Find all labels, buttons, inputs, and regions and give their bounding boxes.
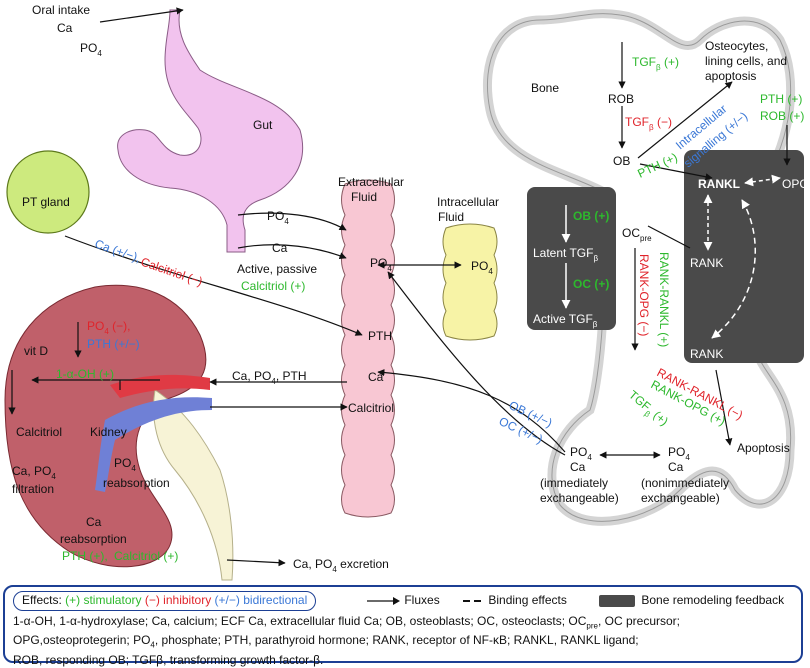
exch-po4-b: PO4 — [668, 445, 690, 462]
ca-reabs-pth: PTH (+), — [62, 549, 108, 563]
fluxes-key: Fluxes — [365, 591, 440, 611]
one-alpha-oh-stim: 1-α-OH (+) — [56, 367, 114, 381]
icf-column — [442, 223, 498, 341]
remodeling-label: Bone remodeling feedback — [641, 593, 785, 607]
osteocytes-1: Osteocytes, — [705, 39, 768, 53]
pt-calcitriol-signal: Calcitriol (−) — [139, 255, 204, 289]
ca-reabs-1: Ca — [86, 515, 102, 529]
reabs-label: reabsorption — [103, 476, 170, 490]
tgf-minus: TGFβ (−) — [625, 115, 672, 132]
gut-calcitriol-stim: Calcitriol (+) — [241, 279, 305, 293]
gut-shape — [117, 9, 304, 253]
ecf-calcitriol: Calcitriol — [348, 401, 394, 415]
stimulatory-key: (+) stimulatory — [65, 593, 142, 607]
kidney-label: Kidney — [90, 425, 127, 439]
active-passive-label: Active, passive — [237, 262, 317, 276]
opg-label: OPG — [782, 177, 809, 191]
rob-label: ROB — [608, 92, 634, 106]
kidney-pth-bidir: PTH (+/−) — [87, 337, 140, 351]
renal-artery — [110, 374, 210, 398]
exch-ca-a: Ca — [570, 460, 586, 474]
flux-arrows — [8, 7, 791, 567]
ecf-ca: Ca — [368, 370, 384, 384]
pt-gland — [6, 150, 90, 234]
renal-vein — [95, 397, 212, 492]
ureter-shape — [153, 389, 234, 581]
excretion-label: Ca, PO4 excretion — [293, 557, 389, 574]
osteocytes-3: apoptosis — [705, 69, 756, 83]
bidirectional-key: (+/−) bidirectional — [214, 593, 308, 607]
oral-intake-label: Oral intake — [32, 3, 90, 17]
abbrev-line-3: ROB, responding OB; TGFβ, transforming g… — [13, 652, 324, 667]
legend-box: Effects: (+) stimulatory (−) inhibitory … — [3, 585, 803, 667]
inhibitory-key: (−) inhibitory — [144, 593, 212, 607]
icf-title-1: Intracellular — [437, 195, 499, 209]
kidney-calcitriol: Calcitriol — [16, 425, 62, 439]
pt-ca-signal: Ca (+/−), — [93, 237, 142, 266]
ecf-po4: PO4 — [370, 256, 392, 273]
panel-active: Active TGFβ — [533, 312, 598, 329]
apoptosis-label: Apoptosis — [737, 441, 790, 455]
rob-right: ROB (+) — [760, 109, 804, 123]
abbrev-line-2: OPG,osteoprotegerin; PO4, phosphate; PTH… — [13, 633, 639, 650]
rank-opg-inhib: RANK-OPG (−) — [637, 254, 651, 336]
ecf-pth: PTH — [368, 329, 392, 343]
immediate-2: exchangeable) — [540, 491, 619, 505]
tgf-plus-top: TGFβ (+) — [632, 55, 679, 72]
panel-latent: Latent TGFβ — [533, 246, 598, 263]
abbrev-line-1: 1-α-OH, 1-α-hydroxylase; Ca, calcium; EC… — [13, 614, 680, 631]
abbreviations: 1-α-OH, 1-α-hydroxylase; Ca, calcium; EC… — [13, 614, 798, 668]
oral-ca-label: Ca — [57, 21, 73, 35]
ca-reabs-calcitriol: Calcitriol (+) — [114, 549, 178, 563]
fluxes-label: Fluxes — [404, 593, 440, 607]
oc-pre-label: OCpre — [622, 226, 652, 243]
ecf-title-1: Extracellular — [338, 175, 404, 189]
pt-gland-label: PT gland — [22, 195, 70, 209]
reabs-po4: PO4 — [114, 456, 136, 473]
ca-reabs-2: reabsorption — [60, 532, 127, 546]
effects-label: Effects: — [22, 593, 62, 607]
bone-panel — [527, 187, 616, 330]
effects-pill: Effects: (+) stimulatory (−) inhibitory … — [13, 591, 317, 611]
kidney-po4-inhib: PO4 (−), — [87, 319, 130, 336]
immediate-1: (immediately — [540, 476, 608, 490]
exch-po4-a: PO4 — [570, 445, 592, 462]
rankl-label: RANKL — [698, 177, 740, 191]
pth-right: PTH (+) — [760, 92, 802, 106]
exch-ca-b: Ca — [668, 460, 684, 474]
binding-key: Binding effects — [461, 591, 567, 611]
icf-po4: PO4 — [471, 259, 493, 276]
bone-label: Bone — [531, 81, 559, 95]
ob-label: OB — [613, 154, 630, 168]
rank-bottom: RANK — [690, 347, 723, 361]
ca-po4-filtration-1: Ca, PO4 — [12, 464, 56, 481]
gut-po4-flux: PO4 — [267, 209, 289, 226]
icf-title-2: Fluid — [438, 210, 464, 224]
gut-label: Gut — [253, 118, 273, 132]
oral-po4-label: PO4 — [80, 41, 102, 58]
legend-key-row: Effects: (+) stimulatory (−) inhibitory … — [13, 591, 803, 611]
ecf-column — [341, 179, 395, 518]
arrow-icon — [367, 596, 400, 605]
rank-mid: RANK — [690, 256, 723, 270]
ecf-title-2: Fluid — [351, 190, 377, 204]
dark-box-icon — [599, 594, 635, 607]
remodeling-key: Bone remodeling feedback — [598, 591, 784, 611]
gut-ca-flux: Ca — [272, 241, 288, 255]
nonimmediate-2: exchangeable) — [641, 491, 720, 505]
binding-label: Binding effects — [488, 593, 567, 607]
osteocytes-2: lining cells, and — [705, 54, 787, 68]
panel-ob-plus: OB (+) — [573, 209, 609, 223]
dashed-line-icon — [463, 599, 483, 602]
panel-arrows — [561, 174, 781, 339]
ca-po4-filtration-2: filtration — [12, 482, 54, 496]
vit-d-label: vit D — [24, 344, 48, 358]
panel-oc-plus: OC (+) — [573, 277, 609, 291]
rank-rankl-stim: RANK-RANKL (+) — [657, 252, 671, 347]
return-flux: Ca, PO4, PTH — [232, 369, 306, 386]
nonimmediate-1: (nonimmediately — [641, 476, 729, 490]
